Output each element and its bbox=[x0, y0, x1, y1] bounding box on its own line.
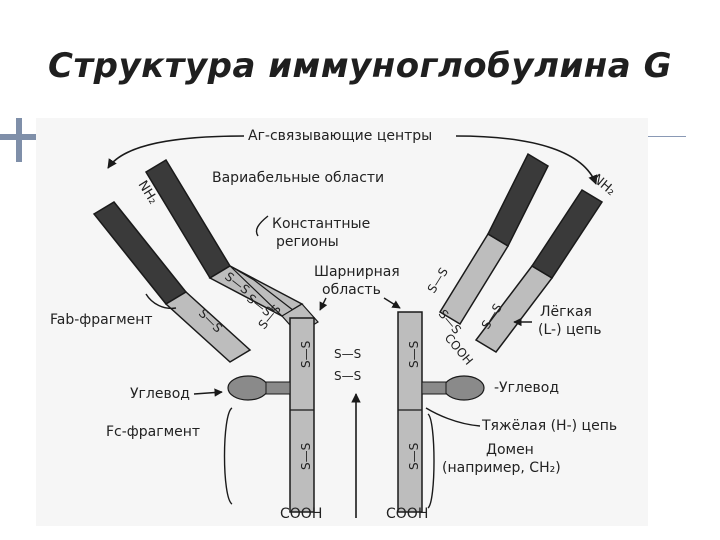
igg-diagram-svg: Аг-связывающие центры NH₂ NH₂ S—S S—S S—… bbox=[50, 128, 618, 522]
disulfide-right-stem-2: S—S bbox=[407, 443, 421, 470]
constant-regions-bracket bbox=[255, 215, 269, 237]
disulfide-inter-heavy-1: S—S bbox=[334, 347, 361, 361]
disulfide-left-stem-1: S—S bbox=[299, 341, 313, 368]
right-heavy-variable-region bbox=[487, 152, 549, 248]
cooh-left-label: СООН bbox=[280, 506, 322, 522]
fab-fragment-bracket bbox=[145, 293, 177, 310]
left-light-constant-region bbox=[164, 291, 252, 363]
variable-regions-label: Вариабельные области bbox=[212, 170, 384, 186]
carbohydrate-left-label: Углевод bbox=[130, 386, 190, 402]
hinge-region-label-line1: Шарнирная bbox=[314, 264, 400, 280]
disulfide-right-hinge: S—S bbox=[425, 265, 451, 296]
heavy-chain-label: Тяжёлая (Н-) цепь bbox=[481, 418, 617, 434]
carbohydrate-right-label: -Углевод bbox=[494, 380, 559, 396]
light-chain-cooh-label: СООН bbox=[442, 331, 476, 368]
carbohydrate-left-arrow bbox=[193, 388, 223, 397]
cooh-right-label: СООН bbox=[386, 506, 428, 522]
slide-title: Структура иммуноглобулина G bbox=[48, 46, 672, 86]
arrow-to-left-site bbox=[107, 135, 245, 169]
antigen-binding-sites-label: Аг-связывающие центры bbox=[248, 128, 432, 144]
left-carbohydrate-link bbox=[265, 381, 291, 395]
left-light-variable-region bbox=[92, 201, 188, 305]
light-chain-label-line1: Лёгкая bbox=[540, 304, 592, 320]
decorative-bar-horizontal bbox=[0, 134, 36, 140]
heavy-chain-pointer bbox=[425, 407, 481, 427]
domain-label-line1: Домен bbox=[486, 442, 534, 458]
right-light-variable-region bbox=[530, 188, 604, 280]
left-carbohydrate bbox=[227, 375, 269, 401]
hinge-arrow-right bbox=[383, 297, 401, 309]
disulfide-inter-heavy-2: S—S bbox=[334, 369, 361, 383]
disulfide-left-stem-2: S—S bbox=[299, 443, 313, 470]
fc-fragment-bracket bbox=[223, 407, 233, 505]
igg-diagram: Аг-связывающие центры NH₂ NH₂ S—S S—S S—… bbox=[36, 118, 648, 526]
arrow-to-right-site bbox=[455, 135, 598, 185]
constant-regions-label-line1: Константные bbox=[272, 216, 370, 232]
disulfide-right-stem-1: S—S bbox=[407, 341, 421, 368]
fab-fragment-label: Fab-фрагмент bbox=[50, 312, 153, 328]
domain-bracket bbox=[427, 413, 435, 509]
domain-label-line2: (например, CH₂) bbox=[442, 460, 561, 476]
hinge-region-label-line2: область bbox=[322, 282, 381, 298]
right-carbohydrate-link bbox=[421, 381, 447, 395]
fc-fragment-label: Fc-фрагмент bbox=[106, 424, 200, 440]
decorative-bar-vertical bbox=[16, 118, 22, 162]
hinge-arrow-left bbox=[319, 297, 328, 311]
right-heavy-fc-stem bbox=[397, 311, 423, 513]
light-chain-label-line2: (L-) цепь bbox=[538, 322, 602, 338]
constant-regions-label-line2: регионы bbox=[276, 234, 339, 250]
right-carbohydrate bbox=[443, 375, 485, 401]
right-nh2-label: NH₂ bbox=[589, 172, 618, 199]
left-heavy-fc-stem bbox=[289, 317, 315, 513]
